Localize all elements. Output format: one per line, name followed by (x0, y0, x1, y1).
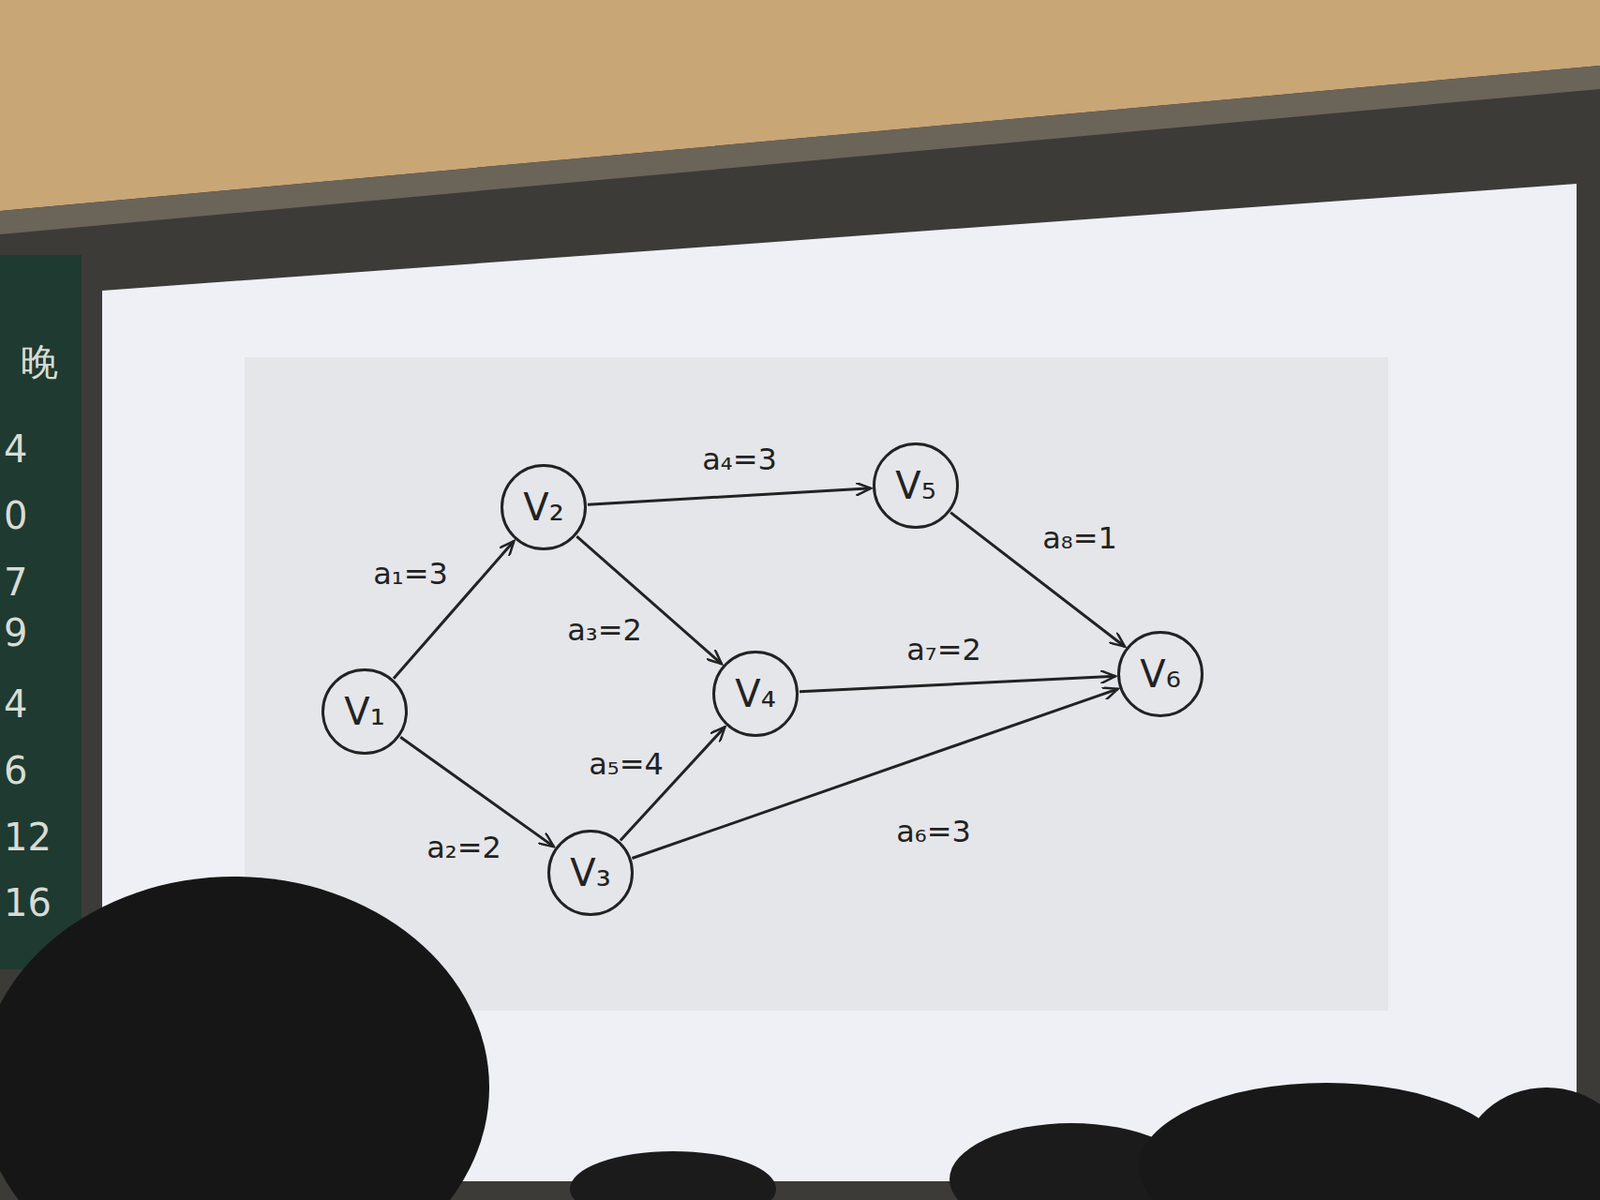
activity-label: a₄=3 (698, 441, 781, 478)
circle-shape (1119, 632, 1203, 717)
node-text-wrap: V₄ (712, 650, 799, 737)
activity-label: a₈=1 (1038, 520, 1122, 556)
paper-sheet (244, 357, 1389, 1011)
node-label: V₂ (523, 485, 564, 529)
circle-shape (549, 831, 633, 915)
circle-shape (323, 670, 407, 754)
node-text-wrap: V₁ (321, 668, 408, 755)
node-text-wrap: V₆ (1117, 630, 1204, 718)
node-label: V₄ (734, 672, 776, 716)
activity-arrow (620, 726, 726, 840)
node-label: V₅ (895, 463, 936, 508)
chalk-text: 9 (3, 613, 28, 652)
chalk-text: 7 (3, 563, 28, 601)
activity-label: a₅=4 (584, 746, 668, 782)
node-text-wrap: V₃ (547, 829, 634, 916)
head-silhouette (1462, 1087, 1600, 1200)
activity-arrow (950, 512, 1125, 647)
activity-label: a₂=2 (422, 829, 506, 866)
activity-arrow (631, 688, 1118, 859)
chalk-text: 16 (3, 883, 52, 922)
node-text-wrap: V₅ (872, 442, 959, 529)
activity-label: a₁=3 (369, 555, 452, 592)
chalk-text: 6 (3, 751, 28, 790)
activity-label: a₇=2 (902, 631, 986, 668)
activity-arrow (587, 488, 871, 506)
head-silhouette (1138, 1082, 1514, 1200)
activity-label: a₃=2 (563, 612, 646, 648)
event-circle: V₃ (547, 829, 634, 916)
circle-shape (874, 444, 958, 528)
activity-arrow (799, 675, 1116, 691)
activity-label: a₆=3 (892, 813, 975, 850)
head-silhouette (0, 876, 490, 1200)
node-label: V₆ (1139, 652, 1181, 696)
blackboard (0, 254, 82, 970)
event-circle: V₅ (872, 442, 959, 529)
chalk-text: 12 (3, 818, 52, 856)
node-label: V₁ (343, 689, 385, 733)
node-text-wrap: V₂ (500, 463, 587, 551)
node-label: V₃ (569, 851, 611, 895)
head-silhouette (569, 1151, 777, 1200)
circle-shape (502, 465, 586, 550)
chalk-text: 4 (3, 430, 28, 468)
event-circle: V₁ (321, 668, 408, 755)
chalk-text: 4 (3, 685, 28, 723)
event-circle: V₄ (712, 650, 799, 737)
event-circle: V₂ (500, 463, 587, 551)
event-circle: V₆ (1117, 630, 1204, 718)
circle-shape (714, 652, 798, 736)
chalk-text: 晚 (20, 343, 59, 381)
chalk-text: 0 (3, 496, 28, 535)
